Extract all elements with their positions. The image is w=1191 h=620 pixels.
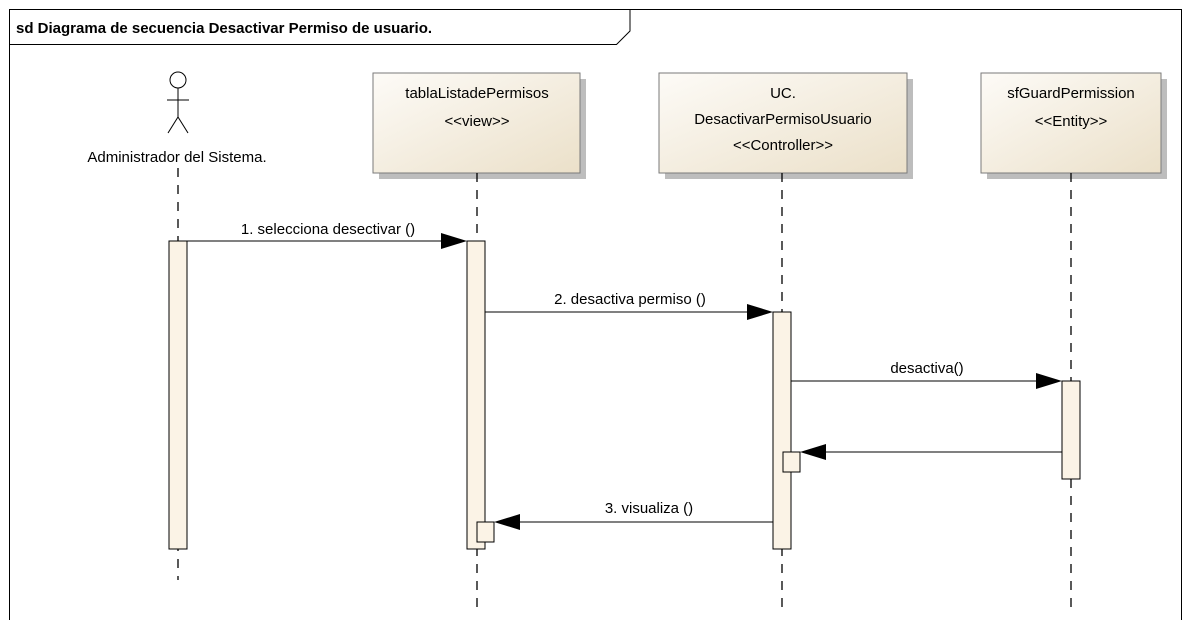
- activation-entity: [1061, 380, 1081, 480]
- arrowhead-icon: [1036, 373, 1062, 389]
- lifeline-name-prefix: UC.: [770, 85, 796, 102]
- lifeline-tablalistadepermisos: tablaListadePermisos <<view>>: [372, 72, 586, 179]
- lifeline-sfguardpermission: sfGuardPermission <<Entity>>: [980, 72, 1167, 179]
- arrowhead-icon: [441, 233, 467, 249]
- activation-view: [466, 240, 486, 550]
- diagram-frame: sd Diagrama de secuencia Desactivar Perm…: [9, 9, 1182, 620]
- return-activation-controller: [782, 451, 801, 473]
- message-desactiva: desactiva(): [791, 360, 1062, 389]
- arrowhead-icon: [494, 514, 520, 530]
- message-1: 1. selecciona desectivar (): [187, 221, 467, 249]
- message-2: 2. desactiva permiso (): [485, 291, 773, 320]
- actor-administrador: Administrador del Sistema.: [87, 71, 267, 166]
- lifeline-stereotype: <<Entity>>: [1035, 113, 1108, 130]
- lifeline-name: tablaListadePermisos: [405, 85, 548, 102]
- message-label: 1. selecciona desectivar (): [241, 221, 415, 238]
- frame-title: sd Diagrama de secuencia Desactivar Perm…: [16, 20, 432, 37]
- message-label: 3. visualiza (): [605, 500, 693, 517]
- lifeline-uc-desactivarpermisousuario: UC. DesactivarPermisoUsuario <<Controlle…: [658, 72, 913, 179]
- message-return: [800, 444, 1062, 460]
- lifeline-stereotype: <<view>>: [444, 113, 509, 130]
- message-label: desactiva(): [890, 360, 963, 377]
- arrowhead-icon: [800, 444, 826, 460]
- actor-label: Administrador del Sistema.: [87, 149, 266, 166]
- message-label: 2. desactiva permiso (): [554, 291, 706, 308]
- return-activation-view: [476, 521, 495, 543]
- activation-controller: [772, 311, 792, 550]
- activation-actor: [168, 240, 188, 550]
- arrowhead-icon: [747, 304, 773, 320]
- lifeline-stereotype: <<Controller>>: [733, 137, 833, 154]
- lifeline-name: sfGuardPermission: [1007, 85, 1135, 102]
- stick-figure-icon: [167, 71, 189, 134]
- message-3: 3. visualiza (): [494, 500, 773, 530]
- lifeline-name: DesactivarPermisoUsuario: [694, 111, 872, 128]
